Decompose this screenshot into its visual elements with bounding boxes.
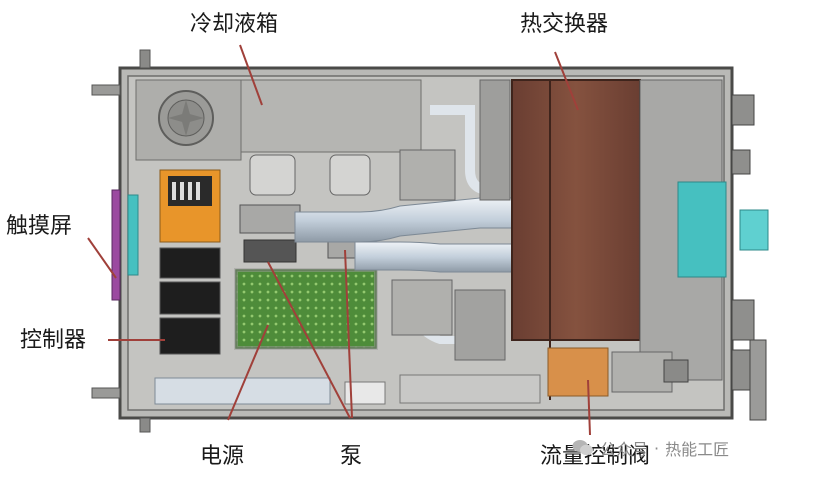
teal-connector bbox=[677, 181, 769, 278]
pump-assembly bbox=[239, 154, 377, 263]
touch-screen-panel bbox=[111, 189, 139, 301]
leader-flow-valve bbox=[587, 379, 591, 436]
wechat-icon bbox=[572, 440, 593, 456]
right-side-fittings bbox=[731, 94, 767, 421]
leader-heat-exchanger bbox=[554, 51, 579, 111]
leader-pump-2 bbox=[344, 249, 353, 419]
plumbing-fittings bbox=[391, 79, 541, 404]
label-heat-exchanger: 热交换器 bbox=[520, 12, 609, 37]
leader-cooling-tank bbox=[239, 44, 263, 106]
leader-pump-1 bbox=[267, 261, 351, 419]
label-flow-control-valve: 流量控制阀 bbox=[540, 444, 651, 469]
leader-touch-screen bbox=[87, 237, 117, 279]
label-touch-screen: 触摸屏 bbox=[6, 214, 73, 239]
label-cooling-tank: 冷却液箱 bbox=[190, 12, 279, 37]
watermark-prefix: 公众号 bbox=[600, 440, 649, 459]
flow-control-valve bbox=[547, 347, 689, 397]
label-power-supply: 电源 bbox=[200, 444, 245, 469]
cooling-tank bbox=[135, 79, 422, 161]
label-pump: 泵 bbox=[340, 444, 363, 469]
leader-power-supply bbox=[227, 324, 269, 421]
watermark: 公众号 · 热能工匠 bbox=[572, 436, 729, 460]
power-supply-block bbox=[154, 377, 386, 405]
watermark-name: 热能工匠 bbox=[665, 440, 730, 459]
watermark-separator: · bbox=[654, 438, 660, 458]
controller-unit bbox=[159, 169, 221, 355]
label-controller: 控制器 bbox=[20, 328, 87, 353]
leader-lines bbox=[87, 44, 591, 436]
